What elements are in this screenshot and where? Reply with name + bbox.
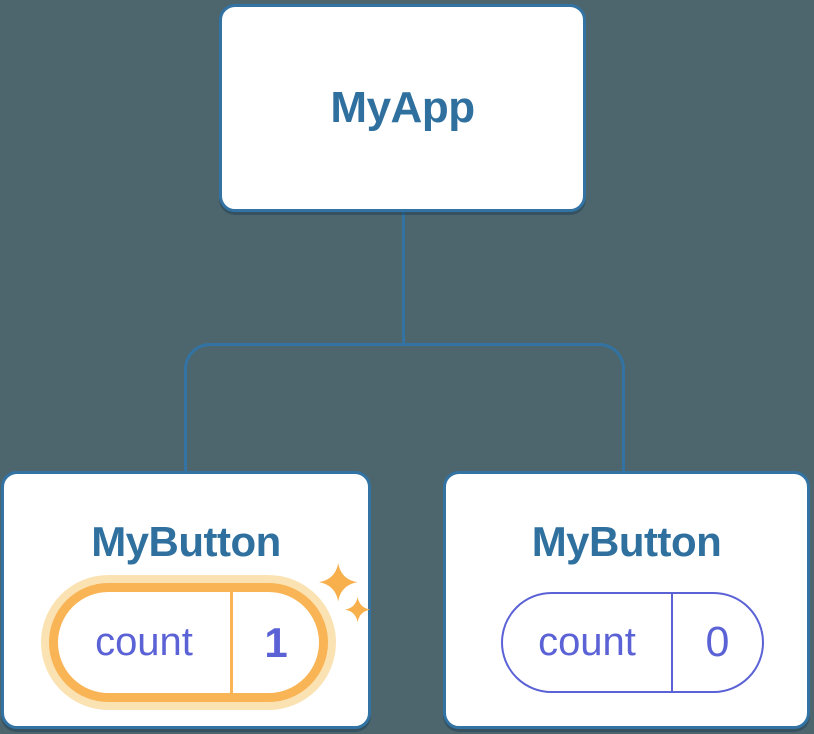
pill-divider xyxy=(671,594,673,691)
state-value: 0 xyxy=(705,618,730,666)
state-pill-left: count 1 xyxy=(49,583,328,702)
sparkle-large-icon xyxy=(319,563,358,602)
state-value: 1 xyxy=(264,618,288,666)
connector-bracket xyxy=(184,343,625,471)
sparkle-small-icon xyxy=(345,597,371,623)
child-node-left: MyButton count 1 xyxy=(1,471,371,729)
state-pill-right: count 0 xyxy=(501,592,764,693)
child-node-right: MyButton count 0 xyxy=(443,471,810,729)
sparkles-icon xyxy=(319,563,371,623)
state-key-label: count xyxy=(538,620,636,664)
connector-stem xyxy=(402,210,405,346)
child-node-right-label: MyButton xyxy=(531,518,722,565)
state-key-label: count xyxy=(95,620,193,664)
state-pill-highlight-glow: count 1 xyxy=(41,575,336,710)
root-node: MyApp xyxy=(219,4,586,212)
root-node-label: MyApp xyxy=(330,83,475,132)
pill-divider xyxy=(230,592,233,693)
child-node-left-label: MyButton xyxy=(91,518,281,565)
